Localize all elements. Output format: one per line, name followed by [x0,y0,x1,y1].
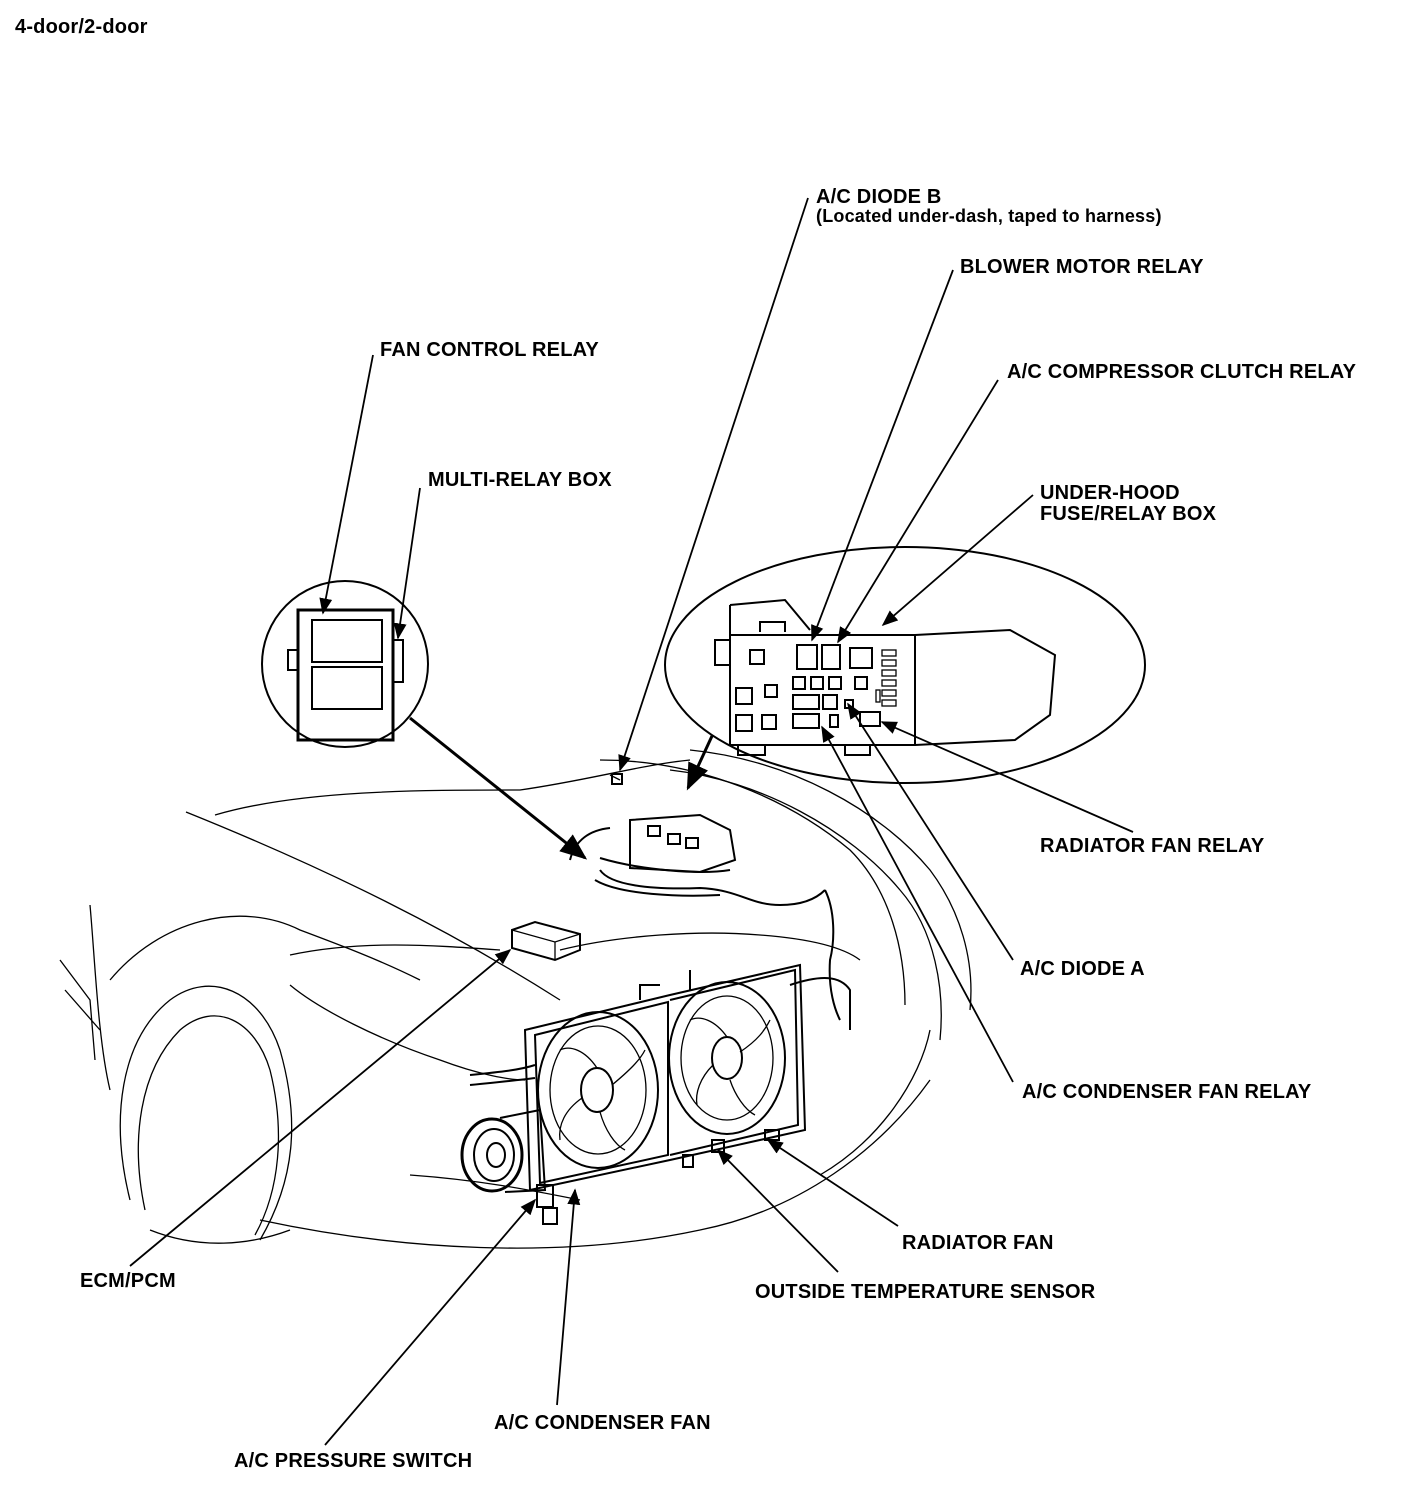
label-radiator-fan: RADIATOR FAN [902,1232,1054,1254]
label-ac-diode-b: A/C DIODE B [816,186,942,208]
label-blower-motor-relay: BLOWER MOTOR RELAY [960,256,1204,278]
harness-drawing [511,773,841,1021]
label-ac-condenser-fan-relay: A/C CONDENSER FAN RELAY [1022,1081,1312,1103]
label-ac-compressor-clutch-relay: A/C COMPRESSOR CLUTCH RELAY [1007,361,1357,383]
under-hood-fuse-box-detail [664,546,1146,784]
label-multi-relay-box: MULTI-RELAY BOX [428,469,612,491]
radiator-fan-assembly [460,963,851,1225]
multi-relay-box-detail [261,580,429,748]
car-body-outline [59,749,972,1249]
label-fan-control-relay: FAN CONTROL RELAY [380,339,599,361]
label-ac-diode-b-note: (Located under-dash, taped to harness) [816,206,1162,226]
label-ac-pressure-switch: A/C PRESSURE SWITCH [234,1450,473,1472]
label-radiator-fan-relay: RADIATOR FAN RELAY [1040,835,1265,857]
label-ecm-pcm: ECM/PCM [80,1270,176,1292]
label-under-hood-line1: UNDER-HOOD [1040,482,1180,504]
page-title: 4-door/2-door [15,16,148,38]
label-under-hood-line2: FUSE/RELAY BOX [1040,503,1217,525]
label-ac-diode-a: A/C DIODE A [1020,958,1145,980]
label-outside-temperature-sensor: OUTSIDE TEMPERATURE SENSOR [755,1281,1096,1303]
label-ac-condenser-fan: A/C CONDENSER FAN [494,1412,711,1434]
leader-lines [129,197,1134,1446]
